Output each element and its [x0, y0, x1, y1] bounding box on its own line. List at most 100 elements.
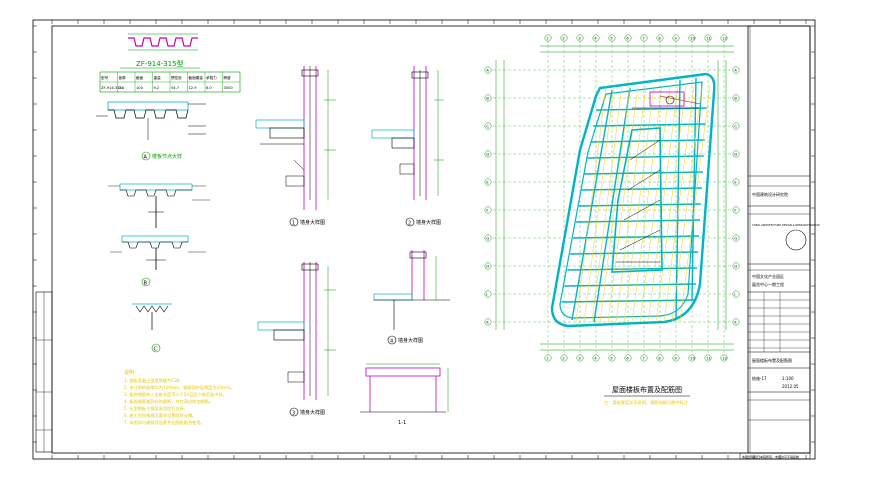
deck-profile-section: ZF-914-315型 型号ZF-914-315板厚0.8截面100重量9.2惯…: [99, 33, 241, 93]
rebar-line: [679, 85, 711, 323]
slab-beam: [593, 87, 631, 323]
cross-section-1-1: 1-1: [360, 363, 449, 426]
grid-bubble: [720, 34, 728, 42]
grid-label: 1: [546, 357, 548, 361]
grid-label: 7: [642, 357, 644, 361]
grid-bubble: [732, 66, 740, 74]
grid-label: 11: [706, 357, 711, 361]
rebar-line: [607, 85, 639, 323]
grid-label: F: [486, 209, 488, 213]
grid-bubble: [608, 354, 616, 362]
grid-bubble: [544, 34, 552, 42]
ruler-ticks: [33, 20, 815, 459]
slab-beam: [561, 299, 696, 303]
grid-bubble: [732, 318, 740, 326]
notes-title: 说明：: [124, 369, 139, 376]
grid-label: C: [734, 125, 737, 129]
grid-label: J: [485, 293, 487, 297]
detail-c-marker: C: [154, 347, 158, 353]
grid-bubble: [732, 94, 740, 102]
deck-table-cell: 12.9: [189, 86, 198, 90]
grid-label: 5: [610, 357, 612, 361]
rebar-line: [591, 85, 623, 323]
grid-label: 5: [610, 37, 612, 41]
section-3-marker: 3: [292, 411, 295, 417]
sheet-outer-frame: [32, 19, 816, 460]
rebar-line: [575, 85, 607, 323]
rebar-line: [623, 85, 655, 323]
grid-label: 10: [690, 37, 695, 41]
grid-label: 3: [578, 37, 580, 41]
rebar-line: [663, 85, 695, 323]
deck-table-cell: 100: [136, 86, 144, 90]
grid-label: 4: [594, 357, 597, 361]
grid-bubble: [624, 34, 632, 42]
deck-table-cell: 0.8: [119, 86, 125, 90]
slab-beam: [584, 171, 703, 175]
grid-label: J: [733, 293, 735, 297]
grid-bubble: [688, 354, 696, 362]
grid-label: 12: [722, 37, 727, 41]
grid-bubble: [544, 354, 552, 362]
grid-bubble: [672, 354, 680, 362]
grid-label: 10: [690, 357, 695, 361]
section-4-marker: 4: [390, 339, 393, 345]
section-1-1-caption: 1-1: [398, 420, 406, 426]
grid-label: 7: [642, 37, 644, 41]
grid-label: D: [734, 153, 737, 157]
detail-a-caption: 楼板节点大样: [152, 153, 182, 160]
slab-detail-b: [108, 183, 210, 228]
grid-bubble: [484, 234, 492, 242]
title-block: 中国建筑设计研究院 CHINA ARCHITECTURE DESIGN & RE…: [747, 25, 820, 454]
section-2-marker: 2: [408, 221, 411, 227]
plan-note: 注：楼板厚度详见说明，钢筋规格见图中标注: [604, 399, 689, 406]
section-3-caption: 墙身大样图: [300, 409, 325, 416]
grid-bubble: [576, 354, 584, 362]
grid-label: 4: [594, 37, 597, 41]
grid-bubble: [672, 34, 680, 42]
plan-title-block: 屋面楼板布置及配筋图 注：楼板厚度详见说明，钢筋规格见图中标注: [604, 385, 690, 406]
wall-section-2: 2 墙身大样图: [371, 66, 444, 227]
slab-beam: [564, 283, 697, 287]
tb-company-en: CHINA ARCHITECTURE DESIGN & RESEARCH GRO…: [752, 223, 820, 227]
grid-label: 6: [626, 37, 629, 41]
rebar-line: [583, 85, 615, 323]
slab-beam: [571, 89, 613, 321]
slab-detail-c: B: [110, 235, 206, 287]
rebar-line: [647, 85, 679, 323]
slab-beam: [570, 251, 699, 255]
slab-beam: [596, 107, 707, 111]
rebar-line: [631, 85, 663, 323]
left-binding-strip: [35, 291, 53, 453]
grid-bubble: [624, 354, 632, 362]
grid-bubble: [484, 178, 492, 186]
slab-beam: [573, 235, 700, 239]
grid-label: 12: [722, 357, 727, 361]
grid-bubble: [640, 34, 648, 42]
slab-beams: [561, 77, 707, 323]
note-line: 6. 施工时应按规范要求设置临时支撑。: [124, 412, 196, 419]
slab-beam: [578, 203, 701, 207]
general-notes: 说明： 1. 楼板混凝土强度等级为C30。2. 未注明的板厚均为120mm，钢筋…: [124, 369, 234, 426]
grid-bubble: [704, 354, 712, 362]
note-line: 2. 未注明的板厚均为120mm，钢筋保护层厚度为15mm。: [124, 384, 234, 391]
tb-date: 2012.05: [782, 384, 799, 389]
atrium-opening: [611, 127, 663, 273]
slab-beam: [675, 79, 681, 321]
deck-table-cells: 型号ZF-914-315板厚0.8截面100重量9.2惯性矩54.7截面模量12…: [101, 72, 233, 92]
company-seal: [785, 229, 807, 251]
grid-bubble: [732, 150, 740, 158]
grid-label: B: [486, 97, 489, 101]
slab-beam: [691, 77, 697, 301]
grid-label: 9: [674, 37, 677, 41]
deck-table-cell: ZF-914-315: [101, 86, 122, 90]
grid-bubble: [656, 354, 664, 362]
grid-label: 9: [674, 357, 677, 361]
grid-label: E: [734, 181, 737, 185]
deck-table-header: 跨度: [224, 75, 232, 80]
grid-bubble: [484, 262, 492, 270]
section-2-caption: 墙身大样图: [416, 219, 441, 226]
slab-beam: [593, 123, 706, 127]
title-block-rows: [748, 292, 810, 352]
grid-label: A: [486, 69, 489, 73]
